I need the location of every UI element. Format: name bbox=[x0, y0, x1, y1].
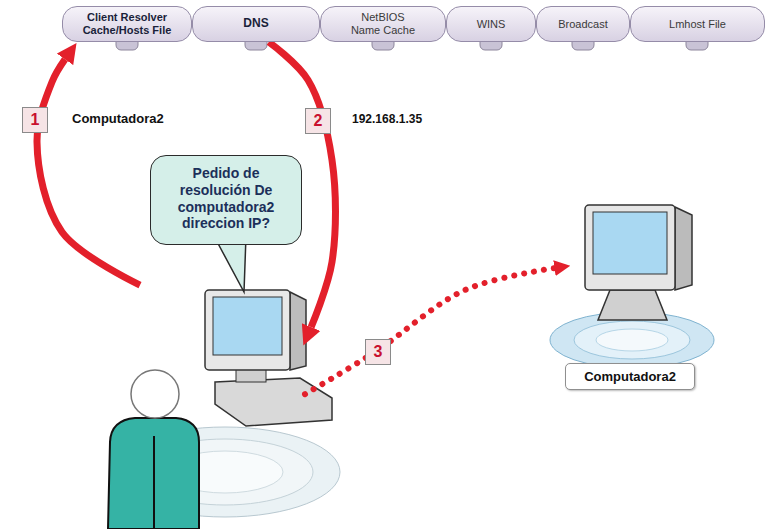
host-name: Computadora2 bbox=[72, 111, 164, 126]
tab-label: Broadcast bbox=[541, 18, 625, 31]
person-stripe bbox=[153, 436, 155, 529]
callout-number: 3 bbox=[365, 339, 391, 365]
computer-base bbox=[215, 378, 332, 426]
callout-number: 1 bbox=[22, 107, 48, 133]
target-computer: Computadora2 bbox=[570, 195, 700, 405]
callout-number: 2 bbox=[305, 108, 331, 134]
tab-label: WINS bbox=[451, 18, 531, 31]
node-text: Pedido de resolución De computadora2 dir… bbox=[157, 165, 295, 232]
monitor-screen bbox=[593, 212, 667, 274]
monitor bbox=[205, 290, 290, 370]
node-text: WINS bbox=[451, 18, 531, 31]
computer-label: Computadora2 bbox=[565, 363, 695, 390]
node-text: NetBIOS Name Cache bbox=[347, 11, 419, 36]
resolver-tab: NetBIOS Name Cache bbox=[320, 6, 446, 42]
tab-label: DNS bbox=[201, 17, 311, 31]
platform-ring bbox=[574, 321, 690, 359]
platform-ring bbox=[596, 329, 668, 351]
monitor-side bbox=[290, 292, 306, 370]
monitor-side bbox=[675, 207, 692, 290]
node-text: Computadora2 bbox=[570, 369, 690, 384]
request-arrow bbox=[305, 268, 554, 394]
node-text: Lmhost File bbox=[638, 18, 758, 31]
resolver-tab: WINS bbox=[446, 6, 536, 42]
person-head bbox=[131, 370, 179, 418]
resolver-tab: Lmhost File bbox=[630, 6, 765, 42]
node-text: Client Resolver Cache/Hosts File bbox=[67, 11, 187, 36]
ip-address: 192.168.1.35 bbox=[352, 112, 422, 126]
speech-bubble: Pedido de resolución De computadora2 dir… bbox=[150, 155, 302, 245]
tab-label: Client Resolver Cache/Hosts File bbox=[67, 11, 187, 36]
resolver-tab: Broadcast bbox=[536, 6, 630, 42]
monitor-stand bbox=[598, 290, 667, 320]
resolver-tab: Client Resolver Cache/Hosts File bbox=[62, 6, 192, 42]
tab-label: Lmhost File bbox=[638, 18, 758, 31]
request-arrow bbox=[37, 59, 140, 285]
node-text: Broadcast bbox=[541, 18, 625, 31]
person-body bbox=[108, 418, 199, 529]
tab-label: NetBIOS Name Cache bbox=[347, 11, 419, 36]
monitor-screen bbox=[213, 297, 282, 355]
node-text: DNS bbox=[201, 17, 311, 31]
monitor bbox=[585, 205, 675, 290]
resolver-tab: DNS bbox=[192, 6, 320, 42]
client-computer: Pedido de resolución De computadora2 dir… bbox=[140, 150, 305, 520]
